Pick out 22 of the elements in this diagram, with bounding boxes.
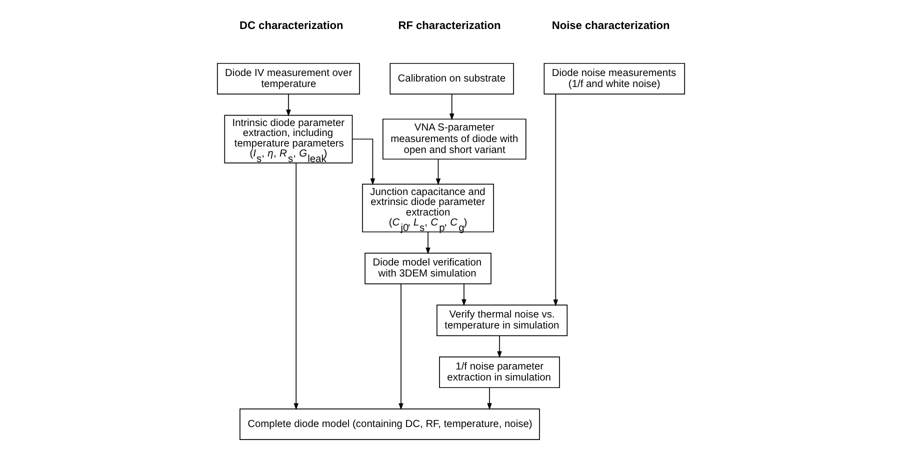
arrow (553, 94, 558, 306)
arrow (294, 162, 298, 410)
label: DC characterization (240, 20, 344, 32)
node-box: Diode noise measurements (1/f and white noise) (544, 62, 686, 94)
arrow (286, 94, 291, 116)
node-box: Diode model verification with 3DEM simulation (364, 252, 492, 284)
node-box: Calibration on substrate (390, 62, 514, 94)
arrow (487, 387, 492, 410)
node-box: VNA S-parameter measurements of diode with open and short variant (382, 118, 526, 160)
arrow (462, 284, 466, 306)
node-box: 1/f noise parameter extraction in simulation (439, 356, 560, 388)
arrow (497, 336, 502, 358)
node-box: Complete diode model (containing DC, RF, temperature, noise) (240, 408, 540, 440)
arrow (352, 138, 376, 186)
arrow (426, 232, 430, 254)
label: Noise characterization (552, 20, 670, 32)
node-box: Diode IV measurement over temperature (216, 62, 360, 94)
label: RF characterization (398, 20, 501, 32)
arrow (398, 284, 404, 410)
node-box: Verify thermal noise vs. temperature in simulation (436, 304, 568, 336)
arrow (436, 159, 441, 186)
arrow (449, 94, 454, 120)
